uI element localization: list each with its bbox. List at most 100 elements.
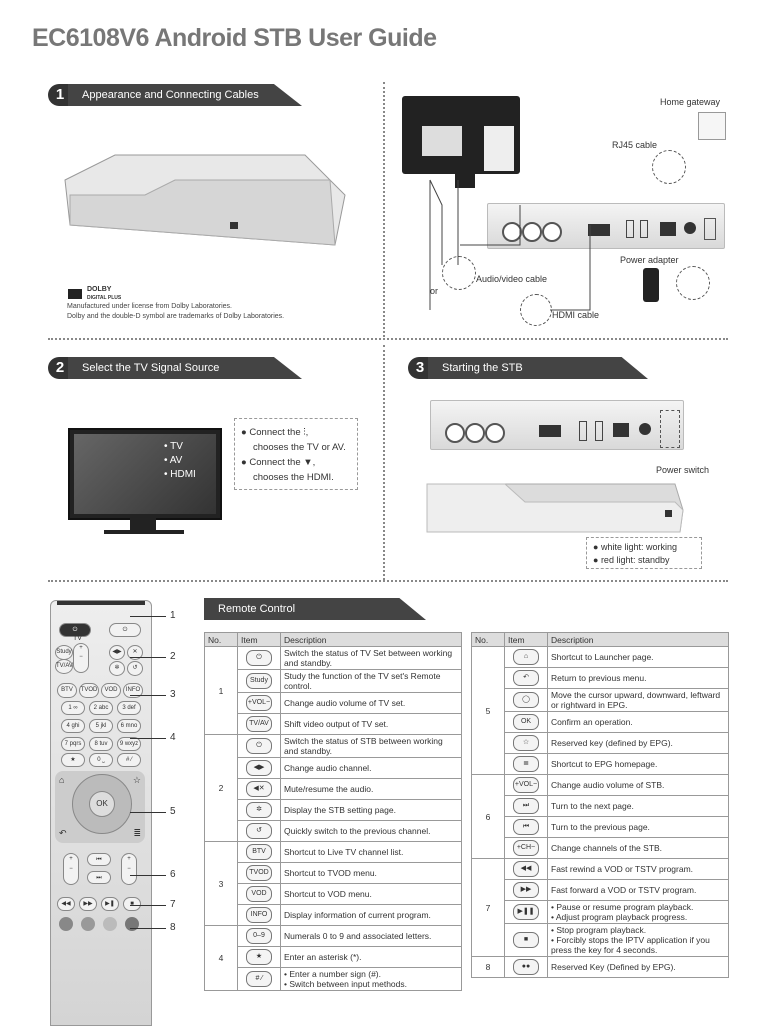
table-header-item: Item	[237, 632, 281, 647]
table-row: ◀▶Change audio channel.	[205, 757, 462, 779]
white-light-text: white light: working	[600, 542, 677, 552]
callout-number: 8	[170, 922, 176, 933]
home-icon: ⌂	[59, 775, 65, 785]
table-header-desc: Description	[547, 632, 729, 647]
section-label: Select the TV Signal Source	[68, 357, 302, 379]
callout-line	[130, 738, 166, 739]
section-1-header: 1 Appearance and Connecting Cables	[48, 84, 302, 106]
key-description: Turn to the previous page.	[547, 816, 729, 838]
channel-key: +−	[121, 853, 137, 885]
numeric-key: 5 jkl	[89, 719, 113, 733]
callout-number: 6	[170, 869, 176, 880]
callout-line	[130, 905, 166, 906]
stb-power-icon: ⏻	[59, 623, 91, 637]
remote-control-header: Remote Control	[204, 598, 426, 620]
table-row: 8●●Reserved Key (Defined by EPG).	[471, 956, 729, 978]
vod-key: VOD	[101, 683, 121, 698]
ok-key: OK	[89, 791, 115, 817]
numeric-key: 8 tuv	[89, 737, 113, 751]
remote-key-icon: +CH−	[513, 840, 539, 856]
table-row: 5⌂Shortcut to Launcher page.	[471, 646, 729, 775]
key-description: Shortcut to Live TV channel list.	[280, 841, 462, 863]
remote-key-icon: ⏻	[246, 738, 272, 754]
star-outline-icon: ☆	[132, 775, 141, 785]
section-label: Remote Control	[204, 598, 426, 620]
remote-key-icon: # ⁄	[246, 971, 272, 987]
settings-icon: ✲	[109, 661, 125, 676]
page-down-icon: ⏭	[87, 871, 111, 884]
key-description: Shortcut to VOD menu.	[280, 883, 462, 905]
av-plug-icon: ⫶	[303, 427, 306, 438]
navigation-pad: OK ⌂ ☆ ↶ ≣	[55, 771, 145, 843]
remote-key-icon: ▶❚❚	[513, 904, 539, 920]
table-row: +CH− Change channels of the STB.	[472, 837, 729, 859]
callout-number: 2	[170, 651, 176, 662]
callout-line	[130, 875, 166, 876]
tv-base	[104, 530, 184, 534]
tv-menu-item-hdmi: • HDMI	[164, 469, 196, 480]
group-number: 2	[204, 734, 238, 842]
table-row: ★Enter an asterisk (*).	[205, 946, 462, 968]
key-description: Change channels of the STB.	[547, 837, 729, 859]
group-number: 5	[471, 646, 505, 775]
key-description: Reserved Key (Defined by EPG).	[547, 956, 729, 978]
remote-key-icon: ≣	[513, 756, 539, 772]
callout-line	[130, 812, 166, 813]
key-description: Move the cursor upward, downward, leftwa…	[547, 688, 729, 712]
remote-key-icon: ☆	[513, 735, 539, 751]
divider	[383, 82, 385, 337]
remote-key-icon: Study	[246, 673, 272, 689]
home-gateway-icon	[698, 112, 726, 140]
btv-key: BTV	[57, 683, 77, 698]
page-up-icon: ⏮	[87, 853, 111, 866]
remote-key-icon: ●●	[513, 959, 539, 975]
remote-key-icon: TVOD	[246, 865, 272, 881]
table-row: ⏭Turn to the next page.	[472, 795, 729, 817]
table-row: ▶❚❚• Pause or resume program playback. •…	[472, 900, 729, 924]
tvod-key: TVOD	[79, 683, 99, 698]
tv-power-icon: ⏻	[109, 623, 141, 637]
table-header-item: Item	[504, 632, 548, 647]
stb-rear-panel	[430, 400, 684, 450]
table-row: +VOL−Change audio volume of TV set.	[205, 692, 462, 714]
callout-number: 3	[170, 689, 176, 700]
section-3-header: 3 Starting the STB	[408, 357, 648, 379]
table-row: 7◀◀Fast rewind a VOD or TSTV program.	[471, 858, 729, 957]
key-description: Fast rewind a VOD or TSTV program.	[547, 858, 729, 880]
group-number: 6	[471, 774, 505, 859]
color-key-blue	[125, 917, 139, 931]
numeric-key: 3 def	[117, 701, 141, 715]
tv-screen: • TV • AV • HDMI	[68, 428, 222, 520]
key-description: Change audio volume of STB.	[547, 774, 729, 796]
key-description: Numerals 0 to 9 and associated letters.	[280, 925, 462, 947]
key-description: Quickly switch to the previous channel.	[280, 820, 462, 842]
callout-number: 5	[170, 806, 176, 817]
key-description: Mute/resume the audio.	[280, 778, 462, 800]
av-plug-icon	[442, 256, 476, 290]
table-row: 1⏻Switch the status of TV Set between wo…	[204, 646, 462, 735]
av-cable-label: Audio/video cable	[476, 274, 548, 284]
rj45-plug-icon	[652, 150, 686, 184]
power-adapter-icon	[643, 268, 659, 302]
key-description: Confirm an operation.	[547, 711, 729, 733]
section-label: Appearance and Connecting Cables	[68, 84, 302, 106]
key-description: • Stop program playback. • Forcibly stop…	[547, 923, 729, 957]
remote-key-icon: ⏮	[513, 819, 539, 835]
menu-icon: ≣	[133, 828, 141, 838]
rj45-label: RJ45 cable	[612, 140, 658, 150]
numeric-key: 1 ∞	[61, 701, 85, 715]
home-gateway-label: Home gateway	[660, 97, 721, 107]
key-description: Return to previous menu.	[547, 667, 729, 689]
callout-line	[130, 928, 166, 929]
table-row: ✲Display the STB setting page.	[205, 799, 462, 821]
return-icon: ↶	[59, 828, 67, 838]
key-description: • Enter a number sign (#). • Switch betw…	[280, 967, 462, 991]
remote-key-icon: INFO	[246, 907, 272, 923]
key-description: Fast forward a VOD or TSTV program.	[547, 879, 729, 901]
remote-key-icon: BTV	[246, 844, 272, 860]
